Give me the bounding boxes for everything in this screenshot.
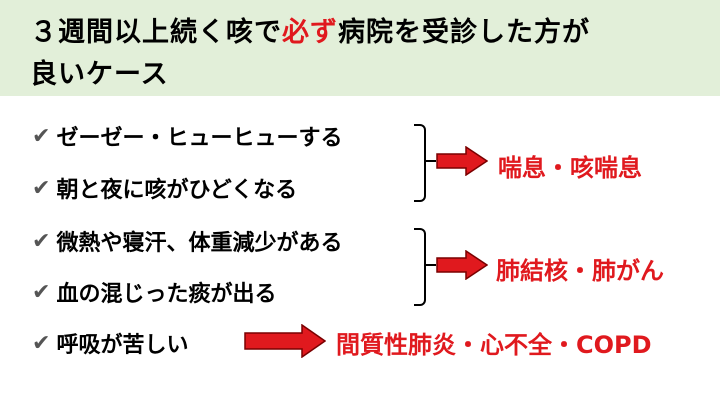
bracket-tip (426, 264, 436, 266)
symptom-item: ✔ 呼吸が苦しい (32, 327, 188, 359)
symptom-label: 微熱や寝汗、体重減少がある (56, 231, 343, 256)
check-icon: ✔ (32, 330, 51, 356)
symptom-label: 血の混じった痰が出る (56, 282, 277, 307)
symptom-item: ✔ ゼーゼー・ヒューヒューする (32, 120, 342, 152)
bracket-group-2 (414, 228, 426, 306)
title-line-2: 良いケース (30, 59, 169, 90)
symptom-item: ✔ 血の混じった痰が出る (32, 276, 276, 308)
symptom-item: ✔ 朝と夜に咳がひどくなる (32, 172, 297, 204)
check-icon: ✔ (32, 228, 51, 254)
symptom-label: 呼吸が苦しい (56, 333, 189, 358)
title-text-part1: ３週間以上続く咳で (30, 17, 282, 48)
check-icon: ✔ (32, 175, 51, 201)
result-asthma: 喘息・咳喘息 (498, 154, 642, 182)
title-line-1: ３週間以上続く咳で必ず病院を受診した方が (30, 10, 590, 49)
check-icon: ✔ (32, 123, 51, 149)
arrow-icon (436, 146, 488, 176)
title-emphasis: 必ず (282, 17, 338, 48)
check-icon: ✔ (32, 279, 51, 305)
arrow-icon (244, 324, 326, 358)
symptom-item: ✔ 微熱や寝汗、体重減少がある (32, 225, 342, 257)
title-text-part2: 病院を受診した方が (338, 17, 590, 48)
result-pneumonia-etc: 間質性肺炎・心不全・COPD (336, 331, 652, 359)
bracket-tip (426, 160, 436, 162)
title-banner: ３週間以上続く咳で必ず病院を受診した方が 良いケース (0, 0, 720, 96)
bracket-group-1 (414, 124, 426, 202)
symptom-label: 朝と夜に咳がひどくなる (56, 178, 298, 203)
arrow-icon (436, 250, 488, 280)
symptom-label: ゼーゼー・ヒューヒューする (56, 126, 343, 151)
result-tb-cancer: 肺結核・肺がん (496, 257, 664, 285)
